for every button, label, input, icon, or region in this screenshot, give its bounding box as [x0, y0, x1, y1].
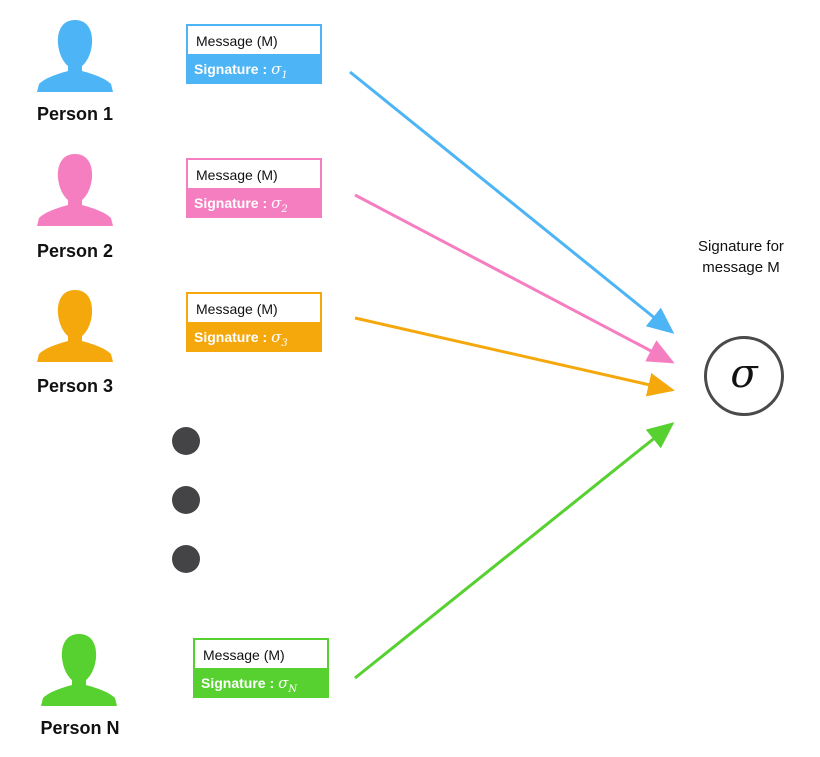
signature-row: Signature :σN — [193, 668, 329, 698]
arrow-person-n — [354, 422, 675, 680]
arrow-person-1 — [349, 70, 675, 334]
message-box: Message (M) Signature :σ1 — [186, 24, 322, 84]
message-box: Message (M) Signature :σ3 — [186, 292, 322, 352]
message-text: Message (M) — [203, 647, 285, 663]
ellipsis-dot — [172, 486, 200, 514]
person-icon — [41, 634, 117, 706]
person-label: Person 1 — [36, 104, 114, 124]
signature-text: Signature : — [194, 61, 268, 77]
message-text: Message (M) — [196, 167, 278, 183]
signature-text: Signature : — [194, 329, 268, 345]
aggregate-signature-circle: σ — [704, 336, 784, 416]
person-icon — [37, 20, 113, 92]
signature-symbol: σN — [278, 674, 298, 695]
signature-text: Signature : — [201, 675, 275, 691]
message-box: Message (M) Signature :σ2 — [186, 158, 322, 218]
signature-text: Signature : — [194, 195, 268, 211]
arrow-person-2 — [354, 193, 675, 364]
aggregate-signature-symbol: σ — [730, 351, 758, 397]
message-text: Message (M) — [196, 33, 278, 49]
signature-symbol: σ3 — [271, 328, 288, 349]
signature-row: Signature :σ1 — [186, 54, 322, 84]
person-label: Person N — [40, 718, 120, 738]
person-icon — [37, 154, 113, 226]
message-text: Message (M) — [196, 301, 278, 317]
signature-symbol: σ1 — [271, 60, 288, 81]
signature-row: Signature :σ2 — [186, 188, 322, 218]
message-box: Message (M) Signature :σN — [193, 638, 329, 698]
arrow-person-3 — [354, 316, 675, 397]
signature-row: Signature :σ3 — [186, 322, 322, 352]
person-label: Person 2 — [36, 241, 114, 261]
signature-symbol: σ2 — [271, 194, 288, 215]
ellipsis-dot — [172, 427, 200, 455]
person-label: Person 3 — [36, 376, 114, 396]
ellipsis-dot — [172, 545, 200, 573]
person-icon — [37, 290, 113, 362]
